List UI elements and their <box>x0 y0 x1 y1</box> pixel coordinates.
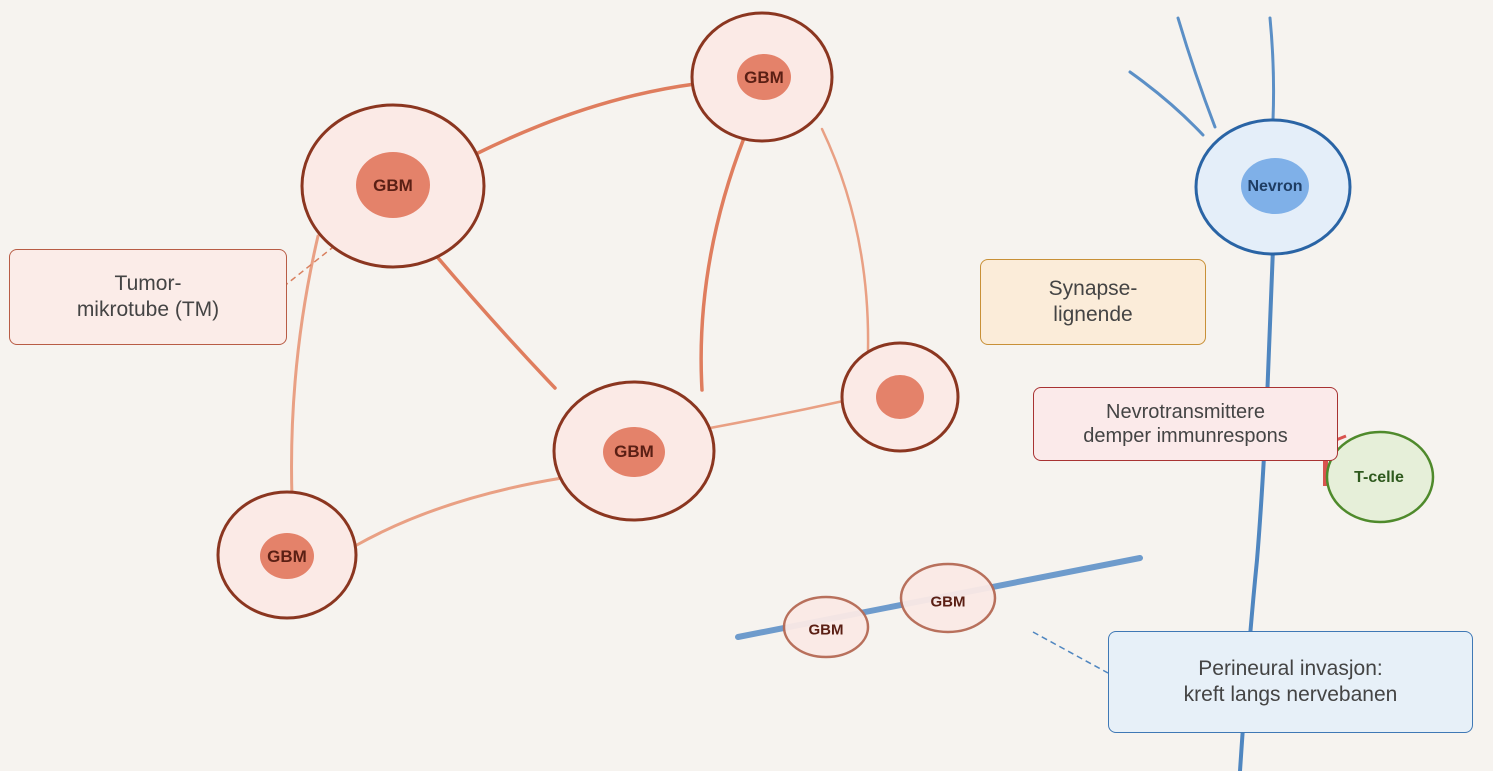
synapse-mark <box>1323 452 1328 486</box>
gbm-cell-nerve-1 <box>782 595 870 659</box>
dendrite-3 <box>1268 16 1276 122</box>
microtube-center-small <box>708 398 850 430</box>
gbm-cell-left <box>300 103 486 269</box>
microtube-bottom-center <box>353 476 564 548</box>
synapse-mark-top <box>1335 434 1347 442</box>
gbm-cell-center <box>552 380 716 522</box>
gbm-cell-top <box>690 11 834 143</box>
neuron <box>1194 118 1352 256</box>
microtube-left-top <box>476 82 697 155</box>
t-cell <box>1325 430 1435 524</box>
microtube-top-small <box>820 127 870 352</box>
tumor-microtubes <box>290 82 870 548</box>
gbm-cell-small <box>840 341 960 453</box>
gbm-cell-nerve-2 <box>899 562 997 634</box>
callout-line-perineural <box>1032 631 1109 674</box>
microtube-top-center <box>699 136 746 392</box>
dendrite-1 <box>1176 16 1217 129</box>
dendrite-2 <box>1128 70 1205 137</box>
microtube-left-center <box>431 250 557 390</box>
axon <box>1238 246 1275 771</box>
gbm-cell-bottom <box>216 490 358 620</box>
microtube-left-bottom <box>290 234 320 500</box>
